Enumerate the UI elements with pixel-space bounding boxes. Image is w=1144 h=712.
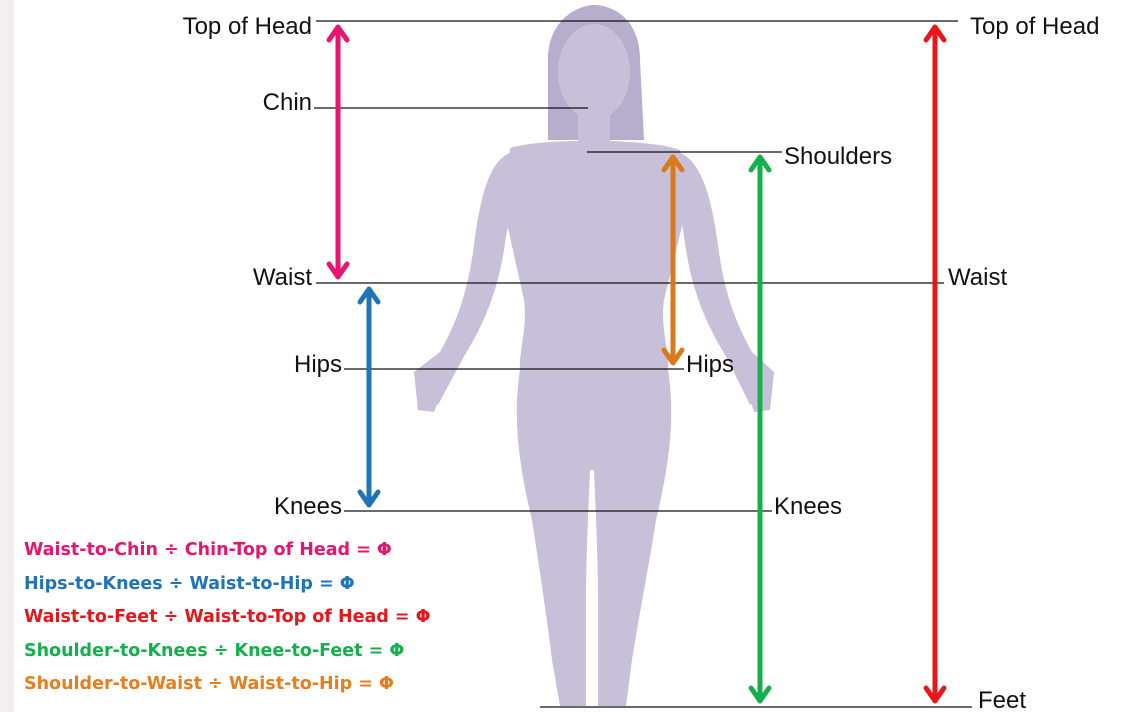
label-top-of-head-left: Top of Head (183, 13, 312, 40)
formula-waist-feet: Waist-to-Feet ÷ Waist-to-Top of Head = Φ (24, 607, 431, 627)
formula-waist-chin: Waist-to-Chin ÷ Chin-Top of Head = Φ (24, 540, 392, 560)
pink-arrow (329, 27, 347, 277)
label-chin: Chin (263, 89, 312, 116)
formula-shoulder-knees: Shoulder-to-Knees ÷ Knee-to-Feet = Φ (24, 641, 404, 661)
label-waist-left: Waist (253, 264, 312, 291)
red-arrow (926, 27, 944, 701)
left-edge-shade (0, 0, 14, 712)
label-knees-right: Knees (774, 493, 842, 520)
label-hips-right: Hips (686, 351, 734, 378)
formula-hips-knees: Hips-to-Knees ÷ Waist-to-Hip = Φ (24, 574, 355, 594)
label-knees-left: Knees (274, 493, 342, 520)
label-hips-left: Hips (294, 351, 342, 378)
formula-legend: Waist-to-Chin ÷ Chin-Top of Head = Φ Hip… (24, 540, 431, 694)
label-waist-right: Waist (948, 264, 1007, 291)
blue-arrow (360, 289, 378, 505)
label-feet: Feet (978, 687, 1026, 712)
label-shoulders: Shoulders (784, 143, 892, 170)
green-arrow (751, 157, 769, 701)
formula-shoulder-waist: Shoulder-to-Waist ÷ Waist-to-Hip = Φ (24, 674, 394, 694)
label-top-of-head-right: Top of Head (970, 13, 1099, 40)
